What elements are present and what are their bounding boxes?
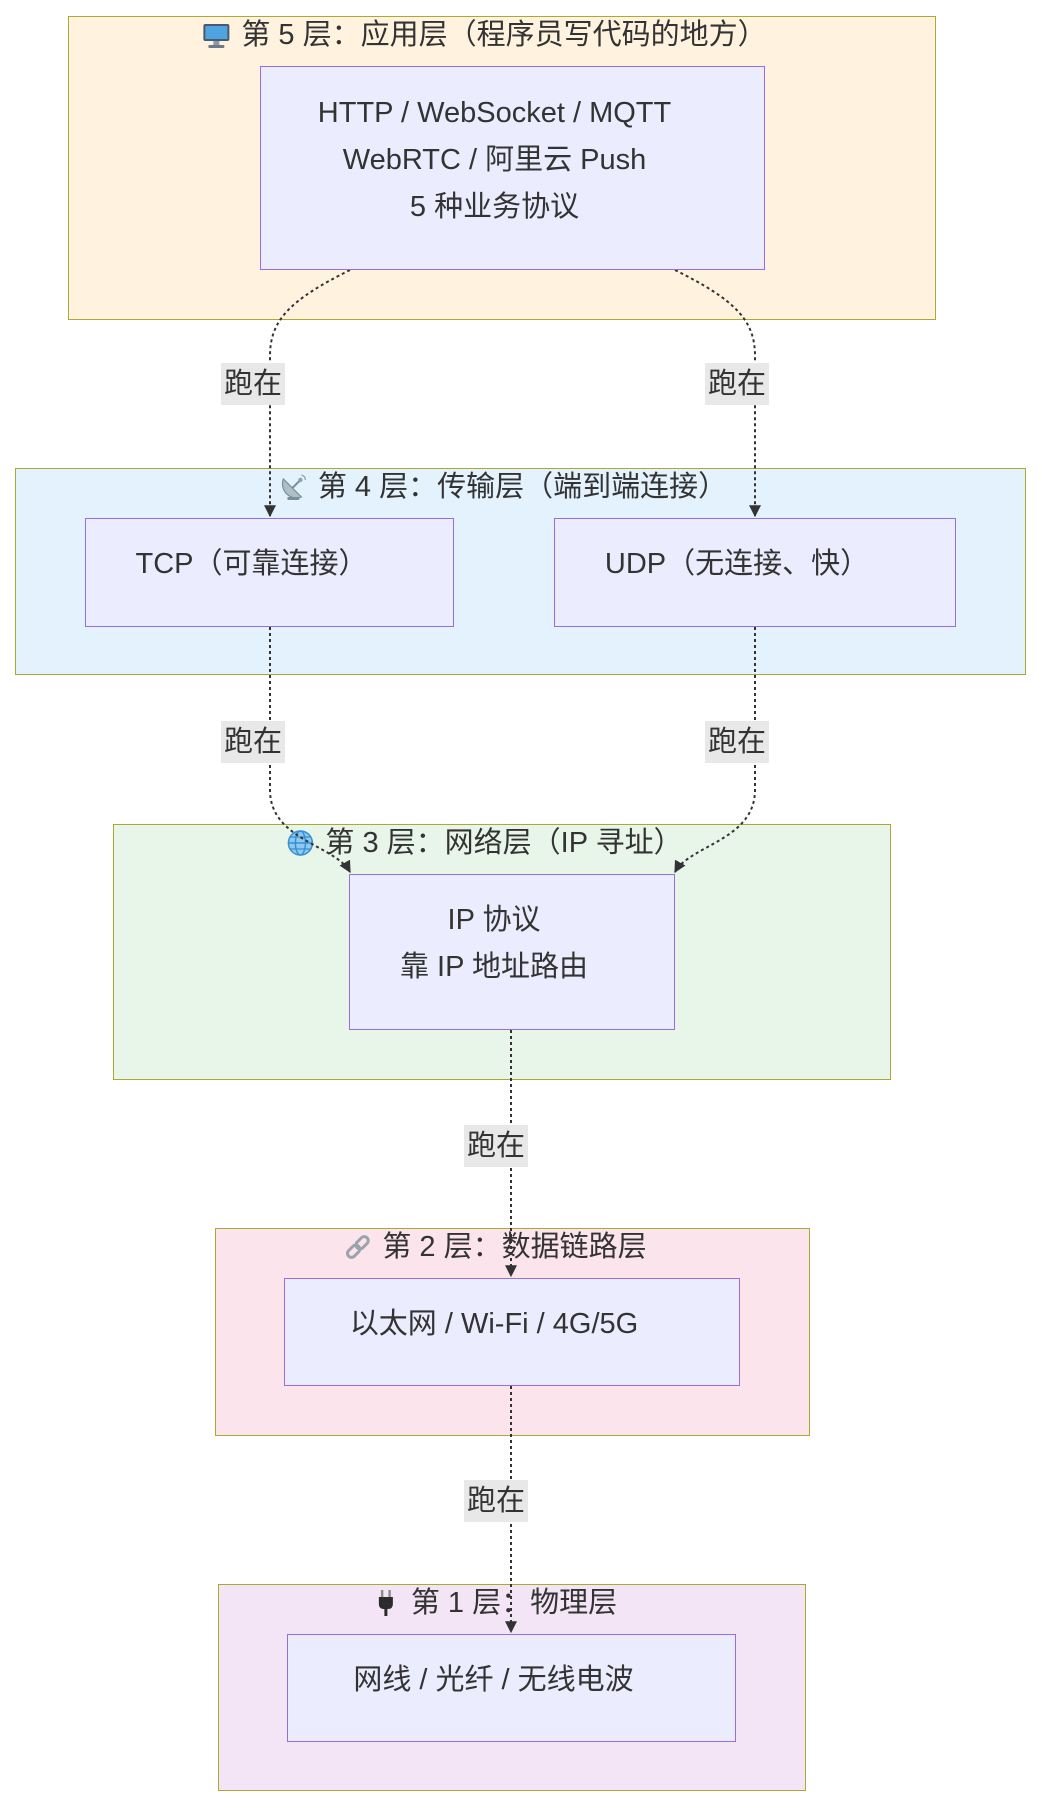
layer-title-text: 第 1 层：物理层 [410, 1587, 618, 1619]
node-label-line: TCP（可靠连接） [135, 548, 368, 580]
layer-title-text: 第 3 层：网络层（IP 寻址） [325, 827, 683, 859]
layer-title: 第 5 层：应用层（程序员写代码的地方） [201, 17, 767, 53]
edge-label: 跑在 [220, 721, 286, 763]
layer-title: 第 1 层：物理层 [371, 1585, 617, 1621]
node-label-line: UDP（无连接、快） [604, 548, 870, 580]
node-label-line: 5 种业务协议 [409, 190, 580, 223]
satellite-antenna-icon [278, 472, 308, 502]
globe-icon [285, 828, 315, 858]
edge-udp-to-ip [674, 627, 756, 874]
link-icon [342, 1232, 372, 1262]
udp-node: UDP（无连接、快） [554, 518, 956, 627]
data-link-node: 以太网 / Wi-Fi / 4G/5G [284, 1278, 740, 1386]
edge-application-to-udp [674, 269, 761, 518]
layer-title: 第 2 层：数据链路层 [342, 1229, 647, 1265]
monitor-icon [201, 20, 231, 50]
tcp-node: TCP（可靠连接） [85, 518, 454, 627]
layer-title-text: 第 2 层：数据链路层 [382, 1231, 647, 1263]
edge-label: 跑在 [463, 1480, 529, 1522]
layer-title-text: 第 5 层：应用层（程序员写代码的地方） [241, 19, 767, 51]
physical-node: 网线 / 光纤 / 无线电波 [287, 1634, 736, 1742]
node-label-line: 网线 / 光纤 / 无线电波 [353, 1663, 634, 1696]
layer-title: 第 4 层：传输层（端到端连接） [278, 469, 727, 505]
node-label-line: HTTP / WebSocket / MQTT [317, 96, 672, 129]
node-label-line: IP 协议 [447, 904, 541, 936]
plug-icon [371, 1588, 401, 1618]
layer-title-text: 第 4 层：传输层（端到端连接） [317, 471, 728, 503]
edge-application-to-tcp [264, 269, 351, 518]
ip-node: IP 协议 靠 IP 地址路由 [349, 874, 675, 1030]
edge-label: 跑在 [463, 1125, 529, 1167]
edge-tcp-to-ip [269, 627, 351, 874]
application-protocols-node: HTTP / WebSocket / MQTT WebRTC / 阿里云 Pus… [260, 66, 765, 270]
node-label-line: 靠 IP 地址路由 [400, 951, 588, 983]
node-label-line: 以太网 / Wi-Fi / 4G/5G [349, 1307, 639, 1340]
edge-label: 跑在 [704, 363, 770, 405]
layer-title: 第 3 层：网络层（IP 寻址） [285, 825, 683, 861]
edge-label: 跑在 [704, 721, 770, 763]
edge-label: 跑在 [220, 363, 286, 405]
node-label-line: WebRTC / 阿里云 Push [342, 143, 647, 176]
